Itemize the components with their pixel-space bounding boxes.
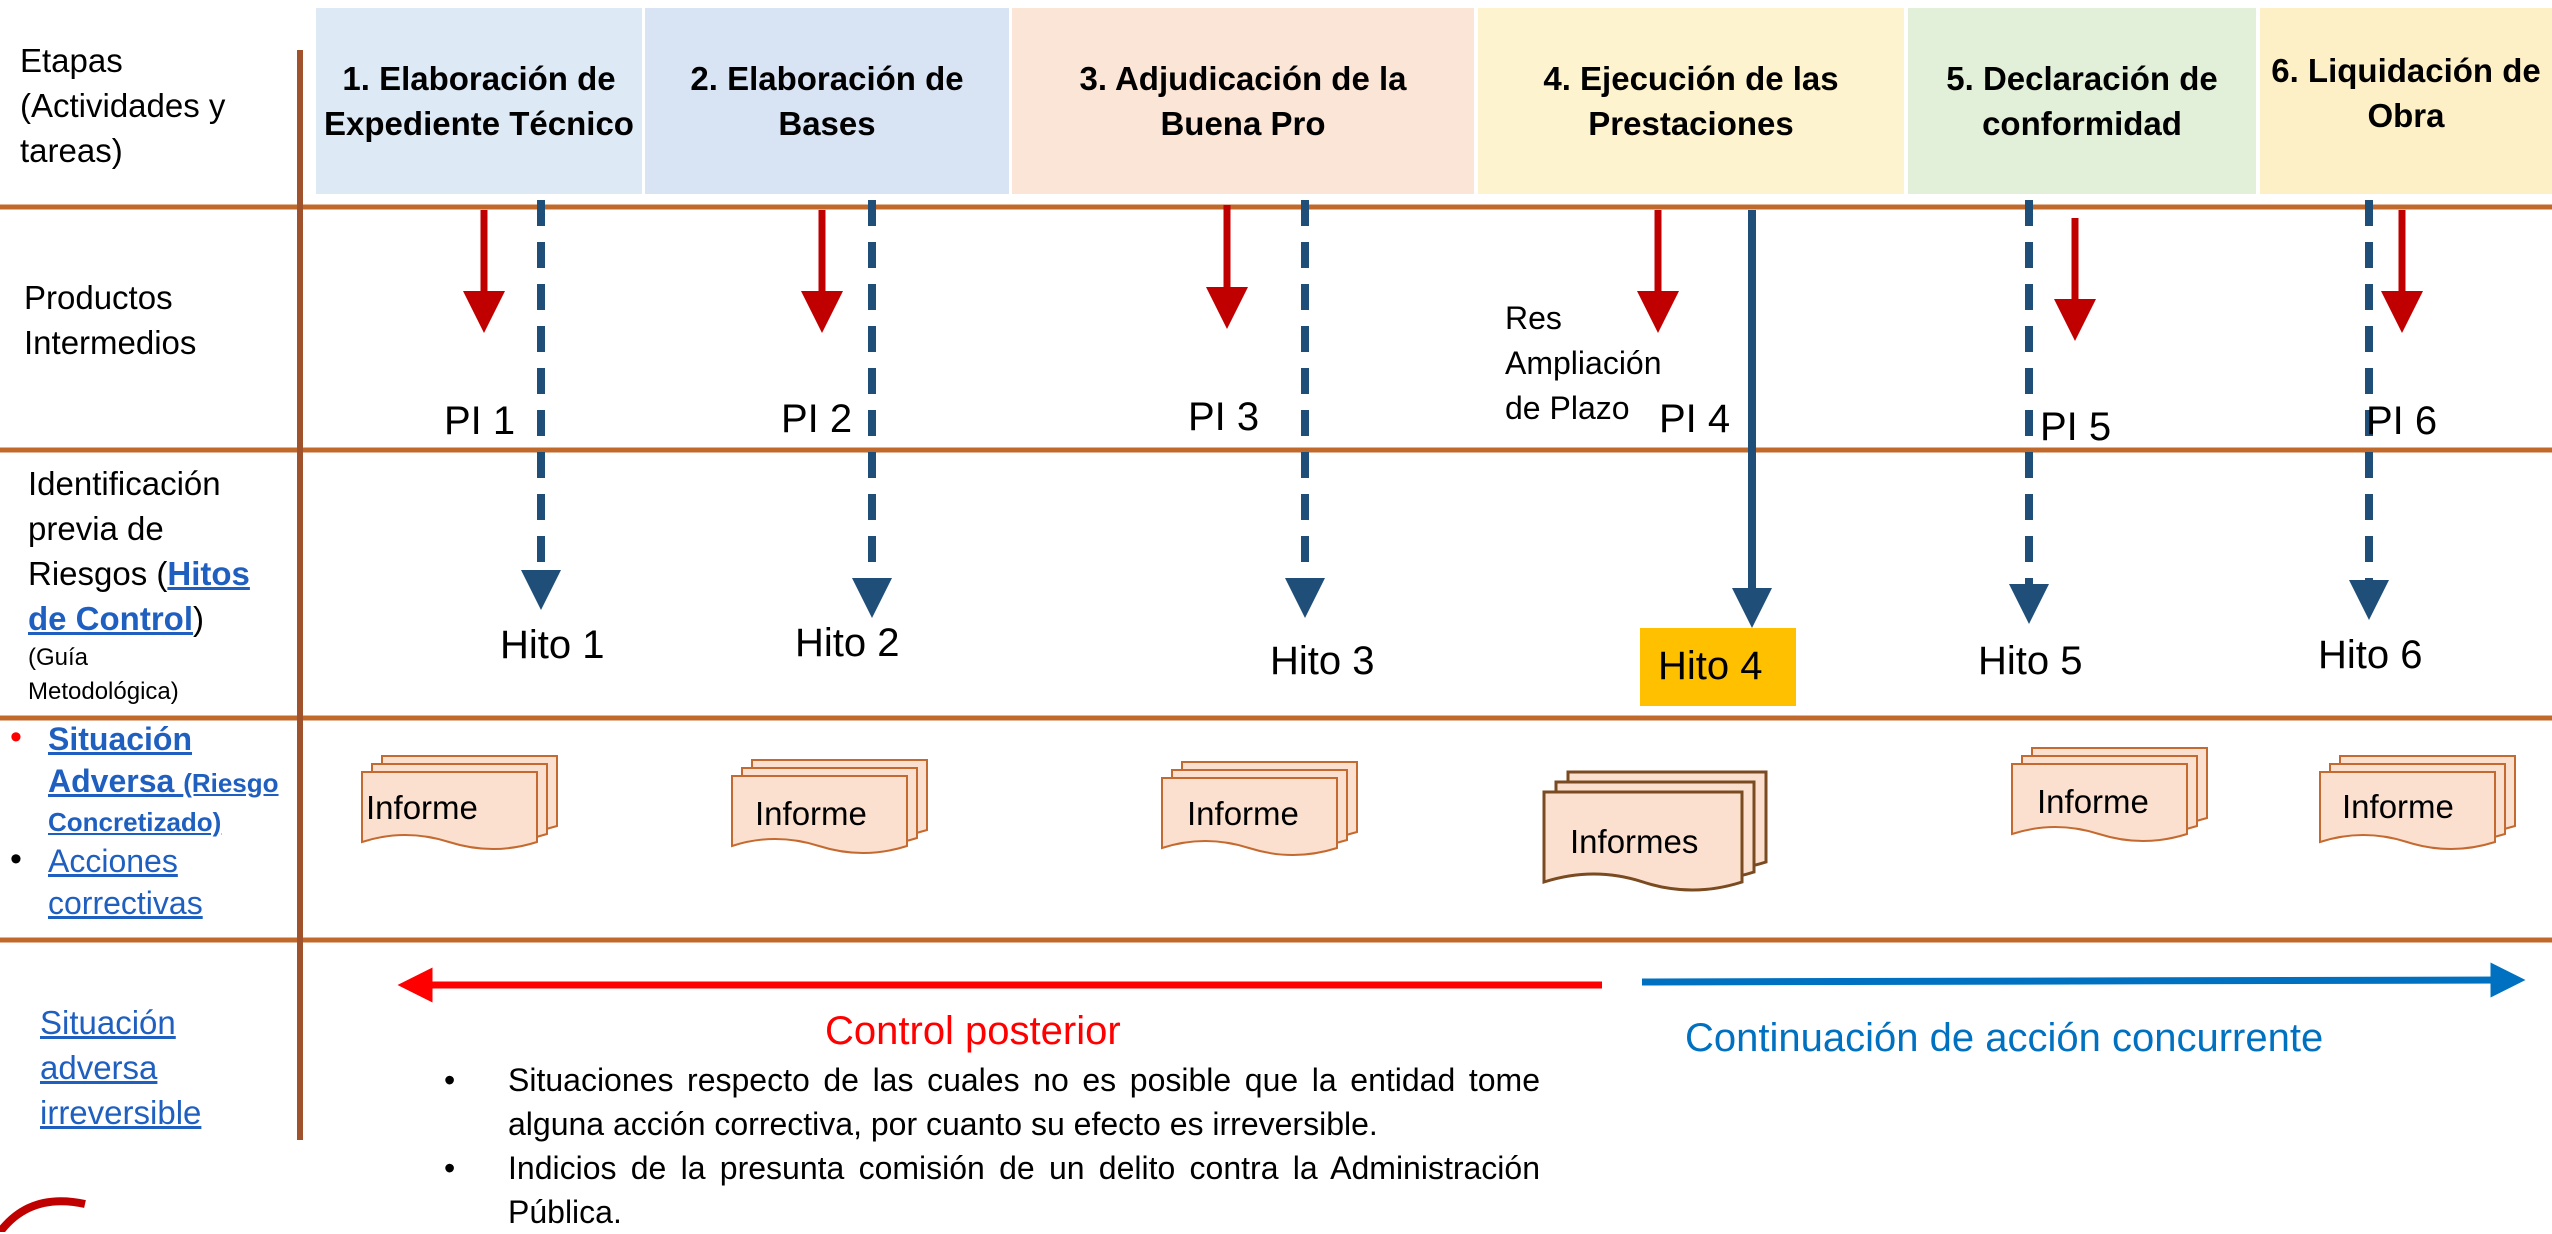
situacion-link-line-1[interactable]: Situación bbox=[48, 721, 193, 757]
informes-label-4: Informes bbox=[1570, 823, 1699, 860]
guia-line-1: (Guía bbox=[28, 644, 89, 671]
stage-bg-4 bbox=[1478, 8, 1904, 194]
red-bullet-icon: • bbox=[10, 718, 22, 756]
irreversible-link-line-3[interactable]: irreversible bbox=[40, 1094, 202, 1131]
row-label-irreversible: Situación adversa irreversible bbox=[40, 1000, 201, 1135]
pi-4: PI 4 bbox=[1659, 397, 1731, 441]
continuacion-arrow bbox=[1641, 962, 2526, 998]
bullet-item-2: • Indicios de la presunta comisión de un … bbox=[440, 1146, 1540, 1234]
black-bullet-icon: • bbox=[10, 840, 22, 878]
informe-label-3: Informe bbox=[1187, 795, 1299, 832]
row-label-etapas-line-2: (Actividades y bbox=[20, 87, 226, 124]
bullet-item-1: • Situaciones respecto de las cuales no e… bbox=[440, 1058, 1540, 1146]
res-note-line-1: Res bbox=[1505, 300, 1562, 336]
concretizado-text[interactable]: Concretizado) bbox=[48, 807, 222, 837]
informe-label-1: Informe bbox=[366, 789, 478, 826]
informe-doc-3 bbox=[1161, 761, 1358, 856]
hito-6: Hito 6 bbox=[2318, 633, 2423, 677]
hito-5: Hito 5 bbox=[1978, 639, 2083, 683]
hito-4-highlight bbox=[1640, 628, 1796, 706]
row-label-situacion: • Situación Adversa (Riesgo Concretizado… bbox=[6, 718, 279, 924]
row-label-productos: Productos Intermedios bbox=[24, 275, 196, 365]
stage-5: 5. Declaración de conformidad bbox=[1908, 8, 2256, 194]
stage-2: 2. Elaboración de Bases bbox=[645, 8, 1009, 194]
bullet-item-1-text: Situaciones respecto de las cuales no es… bbox=[508, 1062, 1540, 1142]
pi-5: PI 5 bbox=[2040, 405, 2112, 449]
acciones-link-line-2[interactable]: correctivas bbox=[48, 885, 203, 921]
informe-label-2: Informe bbox=[755, 795, 867, 832]
situacion-bullet-1: • Situación Adversa (Riesgo Concretizado… bbox=[6, 718, 279, 840]
riesgos-line-4: de Control) bbox=[28, 596, 250, 641]
stage-3-line-2: Buena Pro bbox=[1160, 105, 1326, 142]
informe-label-5: Informe bbox=[2037, 783, 2149, 820]
hito-3: Hito 3 bbox=[1270, 639, 1375, 683]
stage-6-line-2: Obra bbox=[2367, 97, 2445, 134]
stage-bg-1 bbox=[316, 8, 642, 194]
stage-4-line-2: Prestaciones bbox=[1588, 105, 1794, 142]
stage-4-line-1: 4. Ejecución de las bbox=[1543, 60, 1839, 97]
stage-bg-5 bbox=[1908, 8, 2256, 194]
pi-2: PI 2 bbox=[781, 397, 853, 441]
informe-doc-5 bbox=[2011, 747, 2208, 842]
riesgos-line-2: previa de bbox=[28, 510, 164, 547]
guia-line-2: Metodológica) bbox=[28, 678, 179, 705]
informe-doc-6 bbox=[2319, 755, 2516, 850]
pi-6: PI 6 bbox=[2366, 399, 2438, 443]
res-note-line-2: Ampliación bbox=[1505, 345, 1662, 381]
row-label-etapas: Etapas (Actividades y tareas) bbox=[20, 38, 225, 173]
row-label-etapas-line-3: tareas) bbox=[20, 132, 123, 169]
riesgos-line-3: Riesgos (Hitos bbox=[28, 551, 250, 596]
de-control-link[interactable]: de Control bbox=[28, 600, 193, 637]
stage-1-line-2: Expediente Técnico bbox=[324, 105, 634, 142]
hito-4: Hito 4 bbox=[1658, 644, 1763, 688]
row-label-productos-line-2: Intermedios bbox=[24, 324, 197, 361]
row-label-riesgos: Identificación previa de Riesgos (Hitos … bbox=[28, 461, 250, 709]
stage-5-line-2: conformidad bbox=[1982, 105, 2182, 142]
stage-bg-2 bbox=[645, 8, 1009, 194]
control-posterior-label: Control posterior bbox=[825, 1009, 1121, 1053]
res-ampliacion-note: Res Ampliación de Plazo bbox=[1505, 296, 1662, 431]
stage-6-line-1: 6. Liquidación de bbox=[2271, 52, 2541, 89]
logo-swoosh bbox=[0, 1197, 86, 1232]
stage-2-line-2: Bases bbox=[778, 105, 876, 142]
stage-5-line-1: 5. Declaración de bbox=[1946, 60, 2218, 97]
stage-bg-3 bbox=[1012, 8, 1474, 194]
stage-1: 1. Elaboración de Expediente Técnico bbox=[316, 8, 642, 194]
hito-1: Hito 1 bbox=[500, 623, 605, 667]
riesgos-line-4-text: ) bbox=[192, 600, 204, 637]
informe-label-6: Informe bbox=[2342, 788, 2454, 825]
riesgos-line-3-text: Riesgos ( bbox=[28, 555, 168, 592]
stage-bg-6 bbox=[2260, 8, 2552, 194]
stage-6: 6. Liquidación de Obra bbox=[2260, 8, 2552, 178]
res-note-line-3: de Plazo bbox=[1505, 390, 1630, 426]
stage-2-line-1: 2. Elaboración de bbox=[690, 60, 964, 97]
pi-3: PI 3 bbox=[1188, 395, 1260, 439]
adversa-text[interactable]: Adversa bbox=[48, 763, 184, 799]
hito-2: Hito 2 bbox=[795, 621, 900, 665]
informe-doc-2 bbox=[731, 759, 928, 854]
situacion-link-line-2[interactable]: Adversa (Riesgo bbox=[48, 760, 279, 804]
irreversible-bullet-list: • Situaciones respecto de las cuales no e… bbox=[440, 1058, 1540, 1234]
bullet-item-2-text: Indicios de la presunta comisión de un d… bbox=[508, 1150, 1540, 1230]
pi-1: PI 1 bbox=[444, 399, 516, 443]
continuacion-label: Continuación de acción concurrente bbox=[1685, 1016, 2324, 1060]
stage-1-line-1: 1. Elaboración de bbox=[342, 60, 616, 97]
informes-doc-4 bbox=[1542, 770, 1768, 892]
irreversible-link-line-1[interactable]: Situación bbox=[40, 1004, 176, 1041]
irreversible-link-line-2[interactable]: adversa bbox=[40, 1049, 158, 1086]
bullet-dot-icon: • bbox=[444, 1150, 456, 1186]
hitos-link[interactable]: Hitos bbox=[167, 555, 250, 592]
bullet-dot-icon: • bbox=[444, 1062, 456, 1098]
row-label-etapas-line-1: Etapas bbox=[20, 42, 123, 79]
situacion-bullet-2: • Acciones correctivas bbox=[6, 840, 279, 924]
riesgos-line-1: Identificación bbox=[28, 465, 221, 502]
stage-3-line-1: 3. Adjudicación de la bbox=[1079, 60, 1407, 97]
informe-doc-1 bbox=[361, 755, 558, 850]
row-label-productos-line-1: Productos bbox=[24, 279, 173, 316]
stage-3: 3. Adjudicación de la Buena Pro bbox=[1012, 8, 1474, 194]
riesgo-text[interactable]: (Riesgo bbox=[183, 768, 279, 798]
acciones-link-line-1[interactable]: Acciones bbox=[48, 843, 178, 879]
